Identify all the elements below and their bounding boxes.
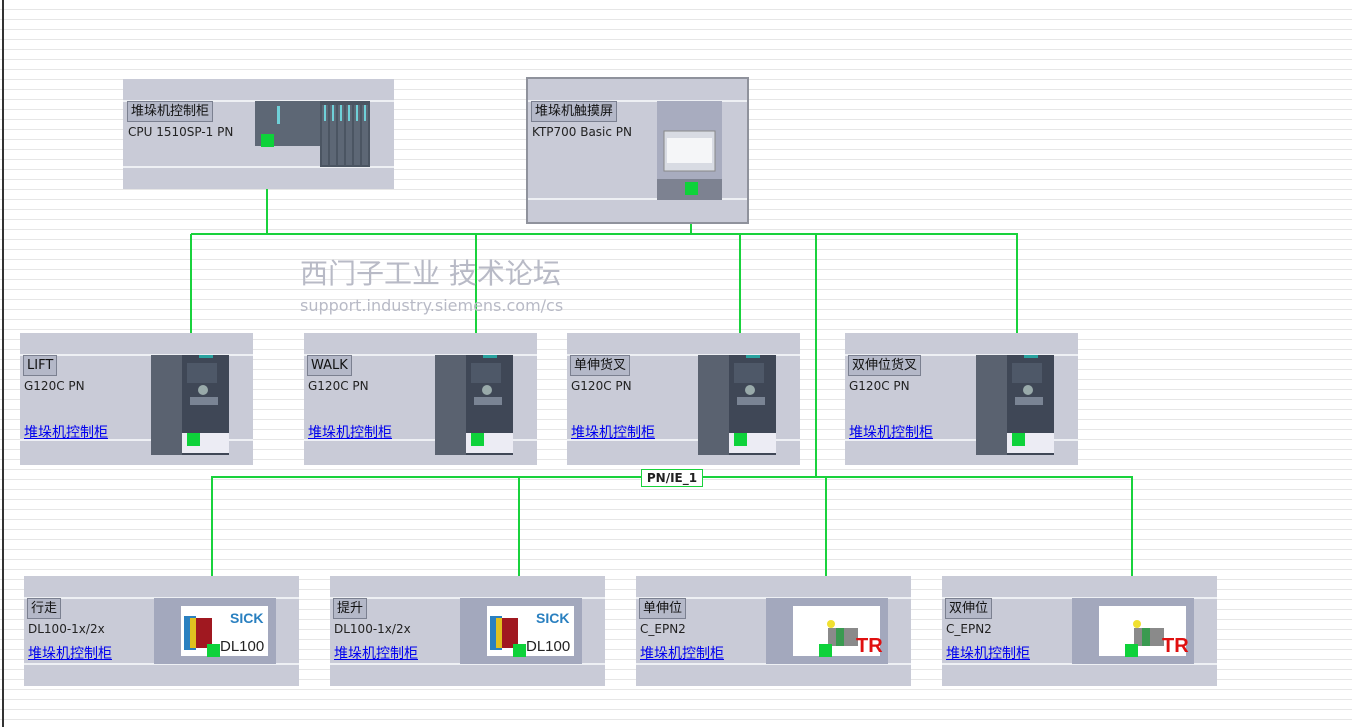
- device-5[interactable]: 双伸位货叉 G120C PN 堆垛机控制柜: [845, 333, 1078, 465]
- io-controller-link[interactable]: 堆垛机控制柜: [946, 646, 1030, 662]
- profinet-port-icon[interactable]: [734, 433, 747, 446]
- device-divider: [845, 439, 1078, 441]
- profinet-port-icon[interactable]: [207, 644, 220, 657]
- device-image[interactable]: SICK DL100: [460, 598, 582, 664]
- tr-brand-logo: TR: [856, 635, 883, 657]
- device-divider: [20, 439, 253, 441]
- network-label[interactable]: PN/IE_1: [641, 469, 703, 487]
- device-divider: [330, 663, 605, 665]
- sensor-model-logo: DL100: [220, 638, 264, 655]
- ethernet-line[interactable]: [815, 234, 817, 478]
- device-divider: [304, 354, 537, 356]
- canvas-border: [2, 0, 4, 727]
- profinet-port-icon[interactable]: [261, 134, 274, 147]
- device-type: G120C PN: [849, 379, 910, 393]
- profinet-port-icon[interactable]: [1012, 433, 1025, 446]
- tr-brand-logo: TR: [1162, 635, 1189, 657]
- device-name[interactable]: 行走: [27, 598, 62, 619]
- device-type: DL100-1x/2x: [28, 622, 105, 636]
- device-divider: [845, 354, 1078, 356]
- sensor-model-logo: DL100: [526, 638, 570, 655]
- device-2[interactable]: LIFT G120C PN 堆垛机控制柜: [20, 333, 253, 465]
- device-divider: [24, 663, 299, 665]
- profinet-port-icon[interactable]: [471, 433, 484, 446]
- ethernet-line[interactable]: [1131, 476, 1133, 648]
- device-name[interactable]: 单伸位: [639, 598, 687, 619]
- plc-device-icon: [255, 101, 370, 171]
- device-8[interactable]: TR 单伸位 C_EPN2 堆垛机控制柜: [636, 576, 911, 686]
- ethernet-line[interactable]: [191, 233, 1018, 235]
- device-divider: [567, 354, 800, 356]
- device-divider: [123, 166, 394, 168]
- device-3[interactable]: WALK G120C PN 堆垛机控制柜: [304, 333, 537, 465]
- device-divider: [528, 198, 747, 200]
- device-9[interactable]: TR 双伸位 C_EPN2 堆垛机控制柜: [942, 576, 1217, 686]
- device-4[interactable]: 单伸货叉 G120C PN 堆垛机控制柜: [567, 333, 800, 465]
- profinet-port-icon[interactable]: [685, 182, 698, 195]
- device-divider: [636, 663, 911, 665]
- device-7[interactable]: SICK DL100 提升 DL100-1x/2x 堆垛机控制柜: [330, 576, 605, 686]
- device-name[interactable]: WALK: [307, 355, 352, 376]
- sick-brand-logo: SICK: [230, 610, 263, 626]
- device-type: C_EPN2: [946, 622, 992, 636]
- device-6[interactable]: SICK DL100 行走 DL100-1x/2x 堆垛机控制柜: [24, 576, 299, 686]
- device-name[interactable]: 堆垛机控制柜: [127, 101, 214, 122]
- profinet-port-icon[interactable]: [513, 644, 526, 657]
- io-controller-link[interactable]: 堆垛机控制柜: [24, 425, 108, 441]
- sick-device-icon: SICK DL100: [460, 598, 582, 668]
- device-name[interactable]: 双伸位: [945, 598, 993, 619]
- ethernet-line[interactable]: [475, 234, 477, 356]
- device-type: KTP700 Basic PN: [532, 125, 633, 139]
- io-controller-link[interactable]: 堆垛机控制柜: [334, 646, 418, 662]
- ethernet-line[interactable]: [211, 476, 213, 648]
- device-divider: [942, 663, 1217, 665]
- device-type: G120C PN: [571, 379, 632, 393]
- ethernet-line[interactable]: [518, 476, 520, 648]
- device-type: DL100-1x/2x: [334, 622, 411, 636]
- profinet-port-icon[interactable]: [1125, 644, 1138, 657]
- device-divider: [567, 439, 800, 441]
- ethernet-line[interactable]: [825, 476, 827, 648]
- io-controller-link[interactable]: 堆垛机控制柜: [28, 646, 112, 662]
- profinet-port-icon[interactable]: [819, 644, 832, 657]
- ethernet-line[interactable]: [1016, 234, 1018, 356]
- device-type: CPU 1510SP-1 PN: [128, 125, 234, 139]
- io-controller-link[interactable]: 堆垛机控制柜: [571, 425, 655, 441]
- device-image[interactable]: [657, 101, 722, 200]
- device-0[interactable]: 堆垛机控制柜 CPU 1510SP-1 PN: [123, 79, 394, 189]
- device-divider: [528, 100, 747, 102]
- ethernet-line[interactable]: [739, 234, 741, 356]
- io-controller-link[interactable]: 堆垛机控制柜: [849, 425, 933, 441]
- device-name[interactable]: 堆垛机触摸屏: [531, 101, 618, 122]
- device-type: C_EPN2: [640, 622, 686, 636]
- profinet-port-icon[interactable]: [187, 433, 200, 446]
- device-type: G120C PN: [308, 379, 369, 393]
- device-name[interactable]: 单伸货叉: [570, 355, 631, 376]
- hmi-device-icon: [657, 101, 722, 204]
- device-divider: [20, 354, 253, 356]
- device-image[interactable]: [255, 101, 370, 167]
- ethernet-line[interactable]: [190, 234, 192, 356]
- device-name[interactable]: 提升: [333, 598, 368, 619]
- device-type: G120C PN: [24, 379, 85, 393]
- io-controller-link[interactable]: 堆垛机控制柜: [308, 425, 392, 441]
- sick-brand-logo: SICK: [536, 610, 569, 626]
- device-1[interactable]: 堆垛机触摸屏 KTP700 Basic PN: [526, 77, 749, 224]
- io-controller-link[interactable]: 堆垛机控制柜: [640, 646, 724, 662]
- device-divider: [304, 439, 537, 441]
- ethernet-line[interactable]: [266, 148, 268, 234]
- device-name[interactable]: 双伸位货叉: [848, 355, 922, 376]
- device-name[interactable]: LIFT: [23, 355, 58, 376]
